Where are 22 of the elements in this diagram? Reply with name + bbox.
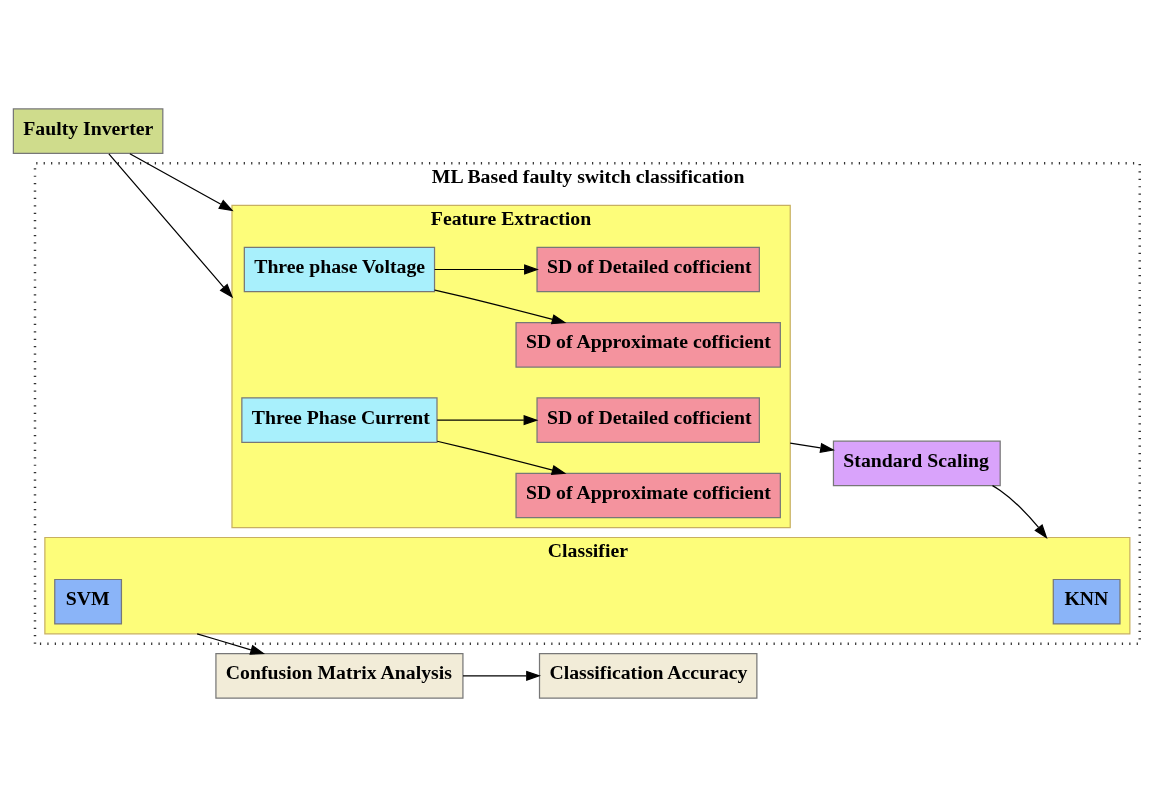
node-box: SD of Detailed cofficient: [536, 246, 760, 293]
node-box: KNN: [1052, 578, 1121, 625]
node-box: SD of Detailed cofficient: [536, 397, 760, 443]
node-box: Standard Scaling: [832, 440, 1001, 487]
arrow: [108, 153, 234, 299]
node-box: SD of Approximate cofficient: [515, 322, 781, 368]
arrow: [436, 414, 539, 426]
node-box: Confusion Matrix Analysis: [215, 653, 464, 699]
arrow: [436, 440, 567, 475]
arrow: [462, 670, 541, 682]
arrow: [434, 264, 539, 275]
arrow: [789, 442, 835, 454]
arrow: [991, 485, 1048, 539]
node-box: Three phase Voltage: [243, 246, 436, 293]
node-box: Classification Accuracy: [538, 653, 758, 699]
node-box: SVM: [54, 578, 123, 625]
node-box: Three Phase Current: [241, 397, 438, 443]
node-box: Faulty Inverter: [12, 108, 164, 154]
arrow: [433, 289, 567, 325]
node-box: SD of Approximate cofficient: [515, 472, 781, 519]
arrow: [196, 633, 266, 655]
arrow: [129, 153, 234, 212]
